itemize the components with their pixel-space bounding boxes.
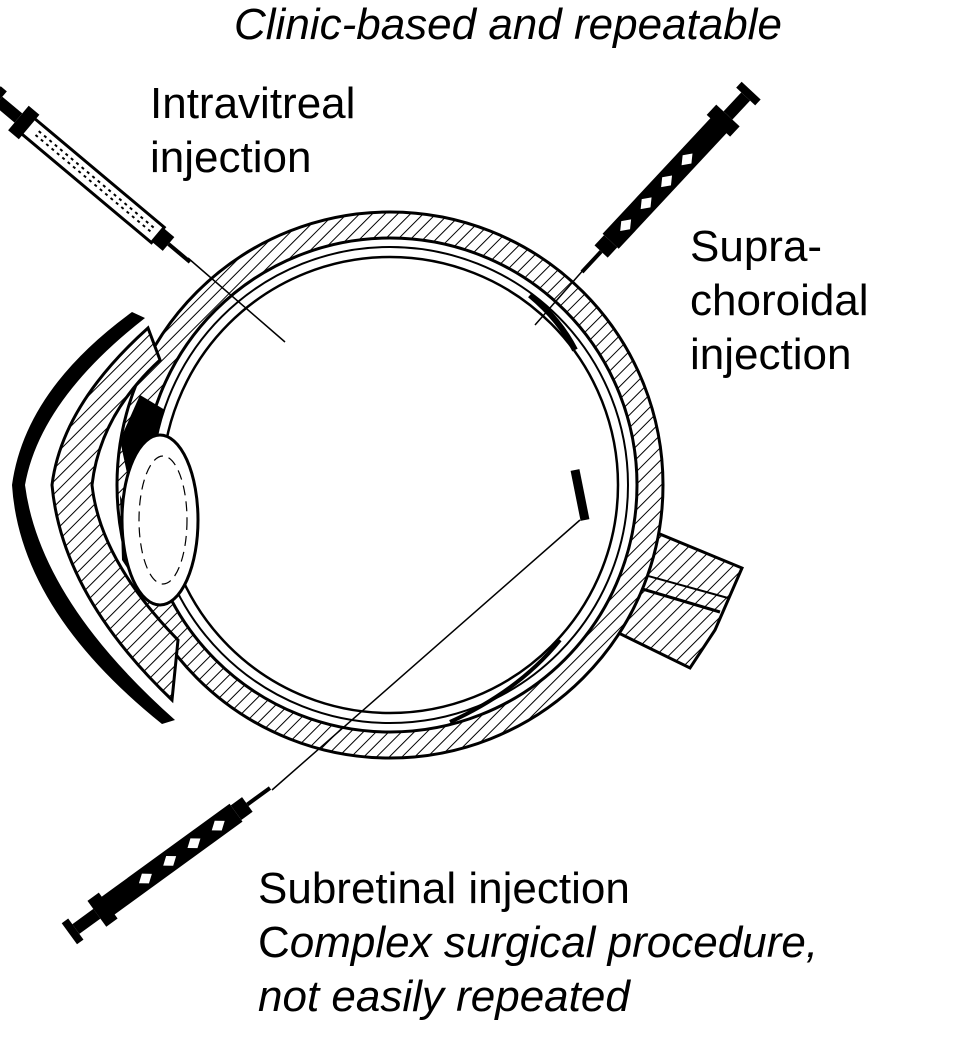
intravitreal-label-line2: injection (150, 133, 312, 182)
subretinal-note-line1: Complex surgical procedure, (258, 916, 818, 970)
syringe-icon (61, 786, 272, 945)
subretinal-note-line2: not easily repeated (258, 972, 630, 1021)
syringe-icon (580, 81, 761, 274)
lens (120, 433, 200, 607)
subretinal-label: Subretinal injection Complex surgical pr… (258, 862, 818, 1024)
subretinal-bleb (570, 469, 590, 521)
intravitreal-needle-track (187, 257, 286, 343)
subretinal-note-rest: omplex surgical procedure, (289, 918, 819, 967)
cornea (12, 312, 180, 724)
subretinal-note-first-letter: C (258, 918, 290, 967)
suprachoroidal-label-line1: Supra- (690, 222, 823, 271)
subretinal-needle-track (271, 519, 581, 791)
suprachoroidal-label-line2: choroidal (690, 276, 869, 325)
syringe-icon (0, 86, 192, 264)
subretinal-title: Subretinal injection (258, 864, 630, 913)
intravitreal-label: Intravitreal injection (150, 77, 355, 185)
suprachoroidal-needle-track (534, 267, 586, 326)
suprachoroidal-label: Supra- choroidal injection (690, 220, 869, 382)
suprachoroidal-label-line3: injection (690, 330, 852, 379)
top-note: Clinic-based and repeatable (234, 0, 782, 49)
intravitreal-label-line1: Intravitreal (150, 79, 356, 128)
sclera (115, 210, 665, 760)
